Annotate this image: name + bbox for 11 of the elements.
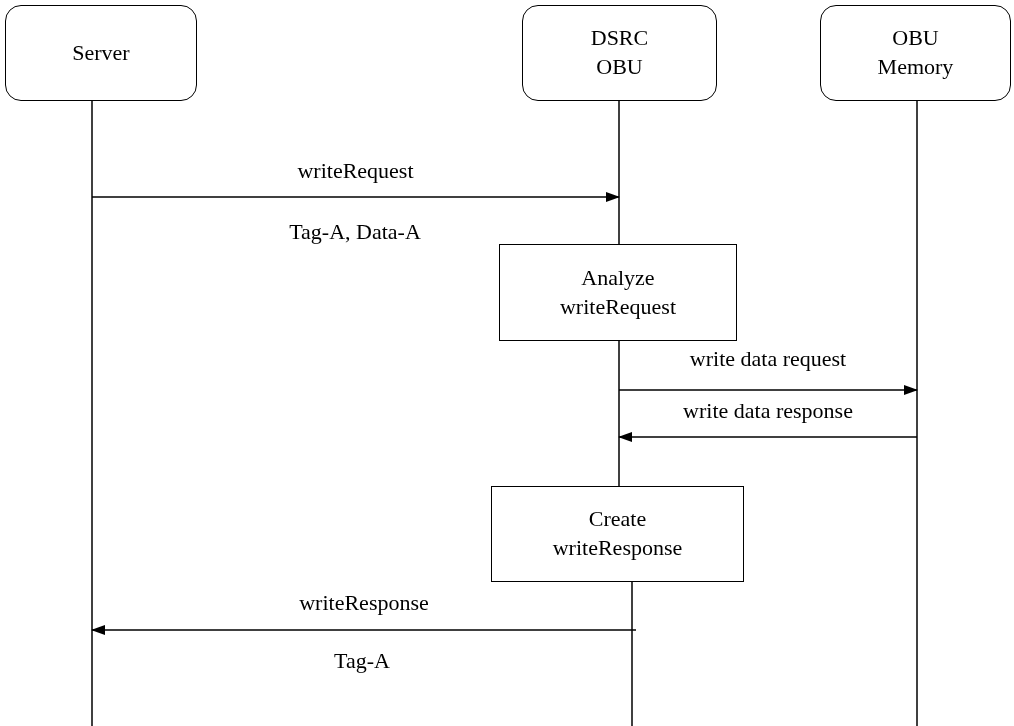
- node-text: Server: [72, 38, 130, 67]
- node-text: OBU Memory: [876, 24, 955, 81]
- message-arrow: [91, 192, 620, 202]
- node-text: DSRC OBU: [589, 24, 650, 81]
- message-arrow: [618, 385, 918, 395]
- node-text: Analyze writeRequest: [558, 263, 678, 321]
- message-arrow: [618, 432, 918, 442]
- node-text: Create writeResponse: [551, 505, 684, 562]
- message-arrow: [91, 625, 637, 635]
- process-box: [499, 244, 737, 341]
- process-box: [491, 486, 744, 582]
